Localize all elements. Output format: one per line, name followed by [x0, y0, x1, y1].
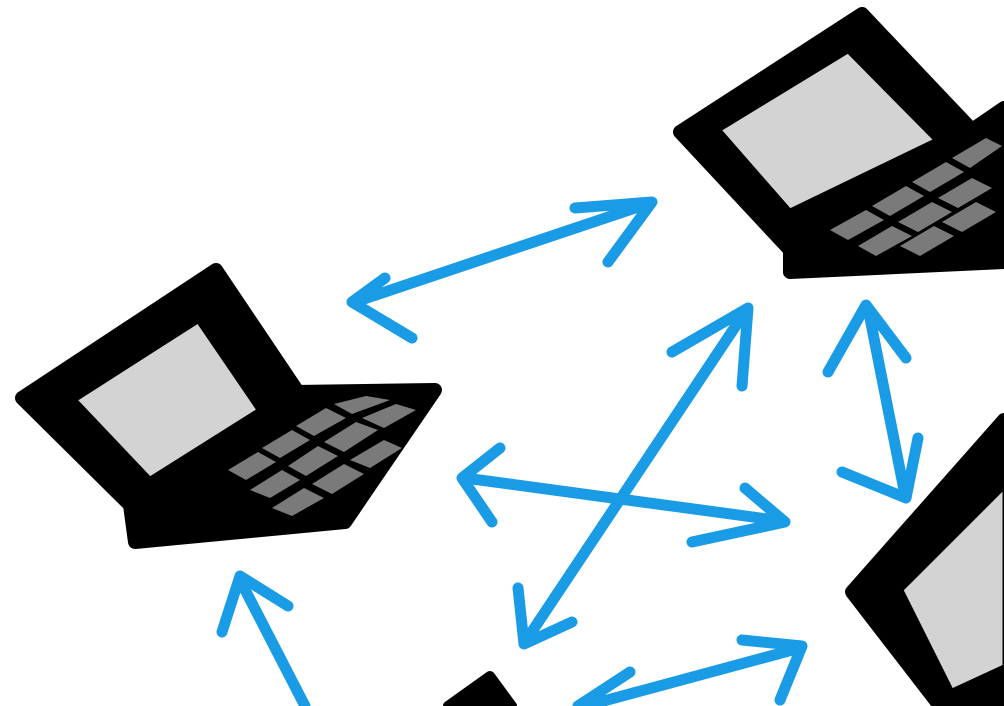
laptop-bottom-center-lid: [448, 676, 512, 706]
arrow-bottom-center-bottom-right-icon: [578, 640, 802, 706]
arrow-top-right-bottom-right-icon: [828, 305, 918, 498]
arrow-top-right-bottom-center-stroke: [518, 308, 748, 644]
arrow-bottom-center-bottom-right-stroke: [578, 640, 802, 706]
laptop-bottom-right-icon: [852, 420, 1004, 706]
arrow-left-bottom-center-stroke: [222, 576, 305, 706]
arrow-left-top-right-stroke: [352, 202, 652, 338]
laptop-bottom-center-icon: [448, 676, 512, 706]
arrow-top-right-bottom-center-icon: [518, 308, 748, 644]
arrow-top-right-bottom-right-stroke: [828, 305, 918, 498]
arrow-left-bottom-center-icon: [222, 576, 305, 706]
laptop-top-right-icon: [680, 14, 1004, 272]
arrow-left-top-right-icon: [352, 202, 652, 338]
